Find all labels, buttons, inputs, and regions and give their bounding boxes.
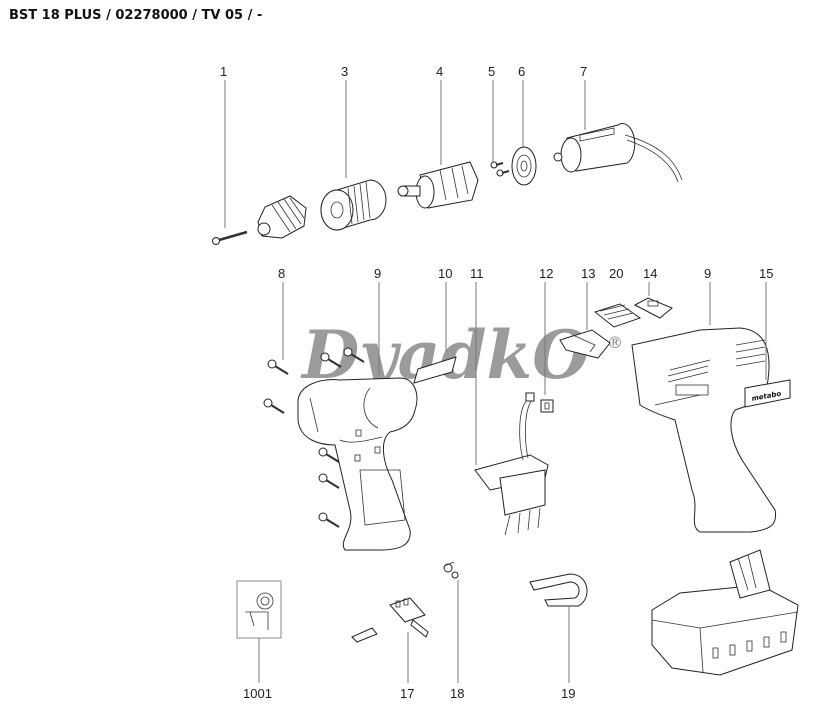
callout-label-9[interactable]: 9 xyxy=(374,266,381,281)
callout-label-9b[interactable]: 9 xyxy=(704,266,711,281)
part-9-housing-left[interactable] xyxy=(297,377,418,551)
part-10-label[interactable] xyxy=(413,356,457,384)
callout-label-8[interactable]: 8 xyxy=(278,266,285,281)
part-4-gearbox[interactable] xyxy=(397,161,479,209)
callout-label-12[interactable]: 12 xyxy=(539,266,553,281)
part-3-chuck-sleeve[interactable] xyxy=(320,179,387,231)
part-12-insulating-plate[interactable] xyxy=(540,399,554,413)
watermark-registered: ® xyxy=(607,333,623,352)
part-14-selector[interactable] xyxy=(633,297,673,319)
part-2-chuck[interactable] xyxy=(257,195,307,239)
callout-label-14[interactable]: 14 xyxy=(643,266,657,281)
callout-label-11[interactable]: 11 xyxy=(470,266,484,281)
page-title: BST 18 PLUS / 02278000 / TV 05 / - xyxy=(9,8,263,23)
callout-label-3[interactable]: 3 xyxy=(341,64,348,79)
part-5-screws[interactable] xyxy=(490,161,510,177)
part-7-motor[interactable] xyxy=(553,123,683,183)
callout-label-20[interactable]: 20 xyxy=(609,266,623,281)
callout-label-15[interactable]: 15 xyxy=(759,266,773,281)
callout-label-6[interactable]: 6 xyxy=(518,64,525,79)
battery-pack[interactable] xyxy=(651,549,799,676)
callout-label-7[interactable]: 7 xyxy=(580,64,587,79)
part-17-bit-holder[interactable] xyxy=(351,597,429,643)
part-9-housing-right[interactable] xyxy=(631,327,777,533)
callout-label-4[interactable]: 4 xyxy=(436,64,443,79)
callout-label-19[interactable]: 19 xyxy=(561,686,575,701)
callout-label-5[interactable]: 5 xyxy=(488,64,495,79)
part-1001-sticker[interactable] xyxy=(236,580,282,639)
callout-label-17[interactable]: 17 xyxy=(400,686,414,701)
part-8-housing-screws[interactable] xyxy=(263,347,365,528)
callout-label-18[interactable]: 18 xyxy=(450,686,464,701)
part-18-clip[interactable] xyxy=(443,561,459,579)
callout-label-13[interactable]: 13 xyxy=(581,266,595,281)
part-19-belt-hook[interactable] xyxy=(529,573,588,607)
part-11-switch[interactable] xyxy=(474,392,549,536)
callout-label-1[interactable]: 1 xyxy=(220,64,227,79)
part-20-spring-strip[interactable] xyxy=(593,303,642,328)
part-1-screw[interactable] xyxy=(212,230,248,245)
part-6-motor-flange[interactable] xyxy=(511,146,537,186)
callout-label-1001[interactable]: 1001 xyxy=(243,686,272,701)
part-13-slide[interactable] xyxy=(559,329,611,359)
part-15-nameplate[interactable]: metabo xyxy=(744,379,791,408)
callout-label-10[interactable]: 10 xyxy=(438,266,452,281)
